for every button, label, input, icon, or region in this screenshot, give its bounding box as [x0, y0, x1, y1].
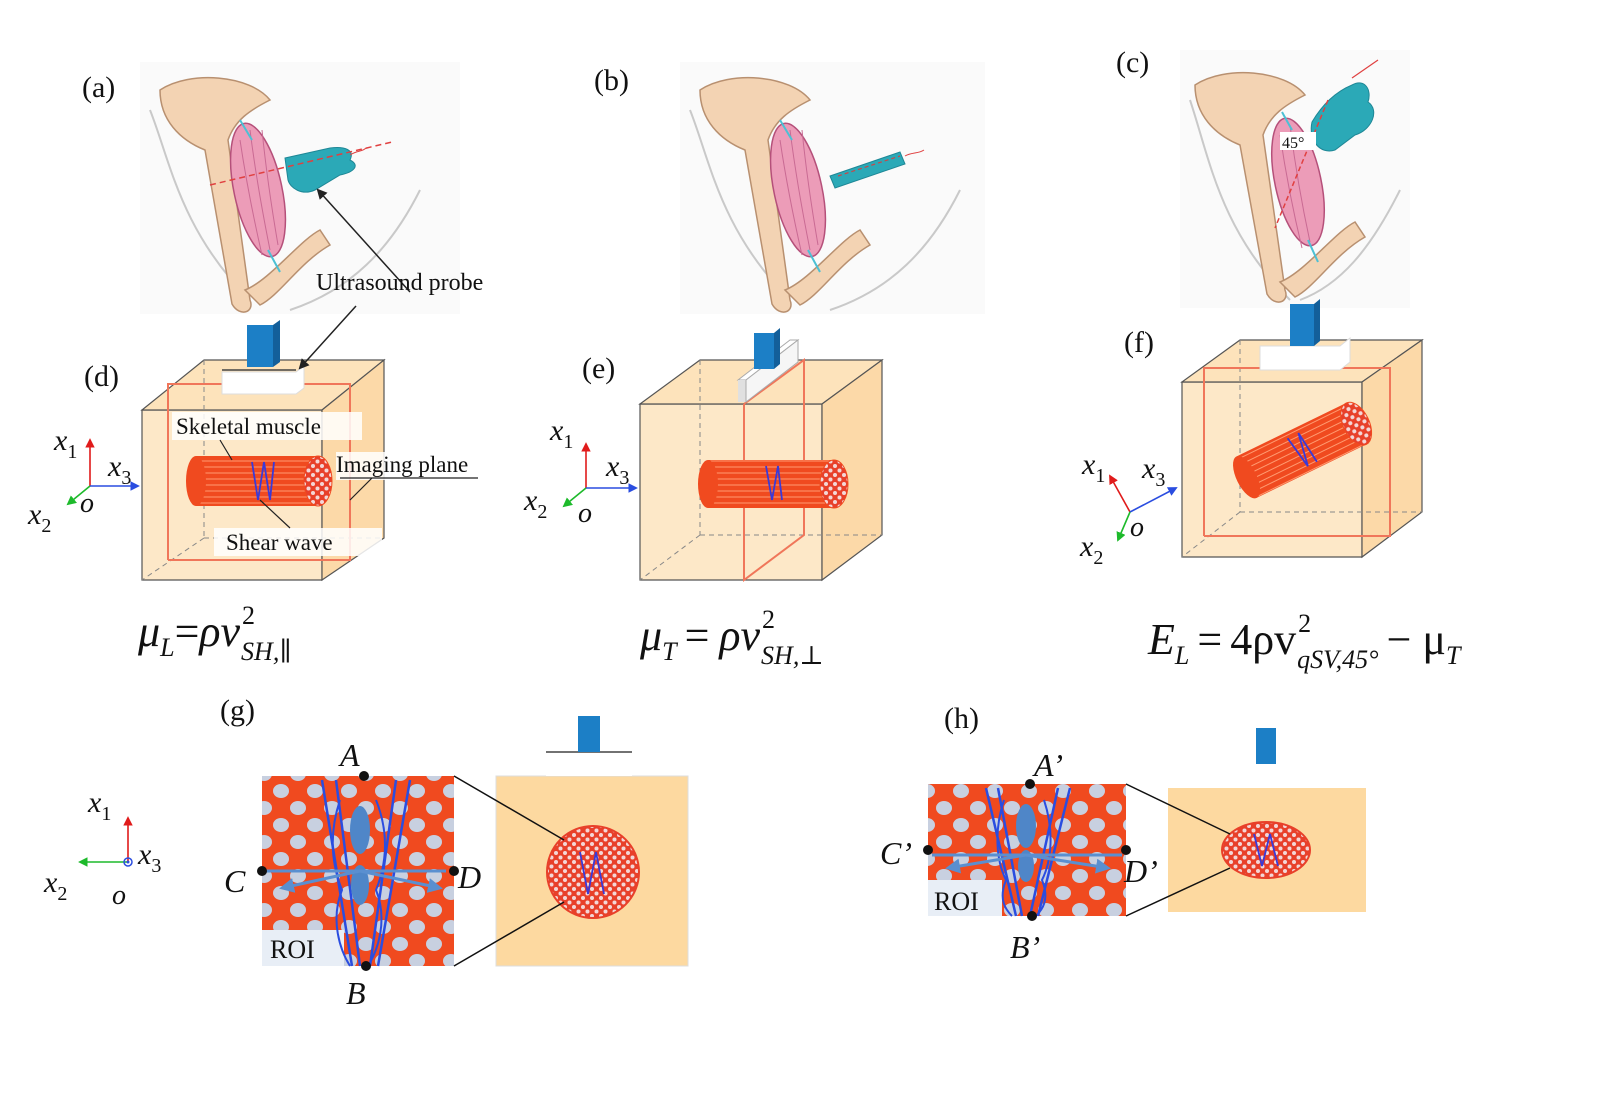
axis-x3-f: x3: [1141, 452, 1165, 491]
panel-label-f: (f): [1124, 326, 1154, 359]
roi-label-h: ROI: [934, 887, 979, 916]
panel-g: [257, 716, 689, 971]
axis-x2-d: x2: [27, 498, 51, 537]
axis-x1-f: x1: [1081, 448, 1105, 487]
axes-f: [1109, 474, 1178, 542]
panel-a: [140, 62, 460, 314]
panel-label-h: (h): [944, 702, 979, 735]
panel-f: [1180, 299, 1424, 559]
point-a: A: [338, 737, 360, 773]
panel-label-g: (g): [220, 694, 255, 727]
axis-x3-e: x3: [605, 450, 629, 489]
panel-label-b: (b): [594, 64, 629, 97]
skeletal-muscle-label: Skeletal muscle: [176, 414, 321, 439]
point-b-prime: B’: [1010, 929, 1040, 965]
panel-label-d: (d): [84, 360, 119, 393]
axis-origin-f: o: [1130, 512, 1144, 543]
shear-wave-label: Shear wave: [226, 530, 333, 555]
axis-x1-e: x1: [549, 414, 573, 453]
point-a-prime: A’: [1032, 747, 1063, 783]
angle-label: 45°: [1282, 135, 1304, 152]
point-c: C: [224, 863, 246, 899]
axis-x1-d: x1: [53, 424, 77, 463]
panel-e: [638, 328, 884, 582]
axis-x3-g: x3: [137, 838, 161, 877]
panel-label-a: (a): [82, 71, 115, 104]
axis-x3-d: x3: [107, 450, 131, 489]
point-d-prime: D’: [1123, 853, 1158, 889]
panel-label-c: (c): [1116, 46, 1149, 79]
ultrasound-probe-label: Ultrasound probe: [316, 270, 483, 296]
panel-h: [923, 728, 1366, 921]
axes-g: [78, 816, 133, 867]
axis-x1-g: x1: [87, 786, 111, 825]
axis-origin-d: o: [80, 488, 94, 519]
roi-label-g: ROI: [270, 935, 315, 964]
point-c-prime: C’: [880, 835, 912, 871]
axes-d: [66, 438, 140, 506]
axis-x2-f: x2: [1079, 530, 1103, 569]
point-b: B: [346, 975, 366, 1011]
point-d: D: [457, 859, 481, 895]
axis-x2-g: x2: [43, 866, 67, 905]
panel-b: [680, 62, 985, 314]
axis-origin-e: o: [578, 498, 592, 529]
panel-label-e: (e): [582, 352, 615, 385]
panel-c: 45°: [1180, 50, 1410, 308]
imaging-plane-label: Imaging plane: [336, 452, 468, 477]
panel-d: [140, 305, 504, 582]
axis-x2-e: x2: [523, 484, 547, 523]
axis-origin-g: o: [112, 880, 126, 911]
axes-e: [562, 442, 638, 508]
